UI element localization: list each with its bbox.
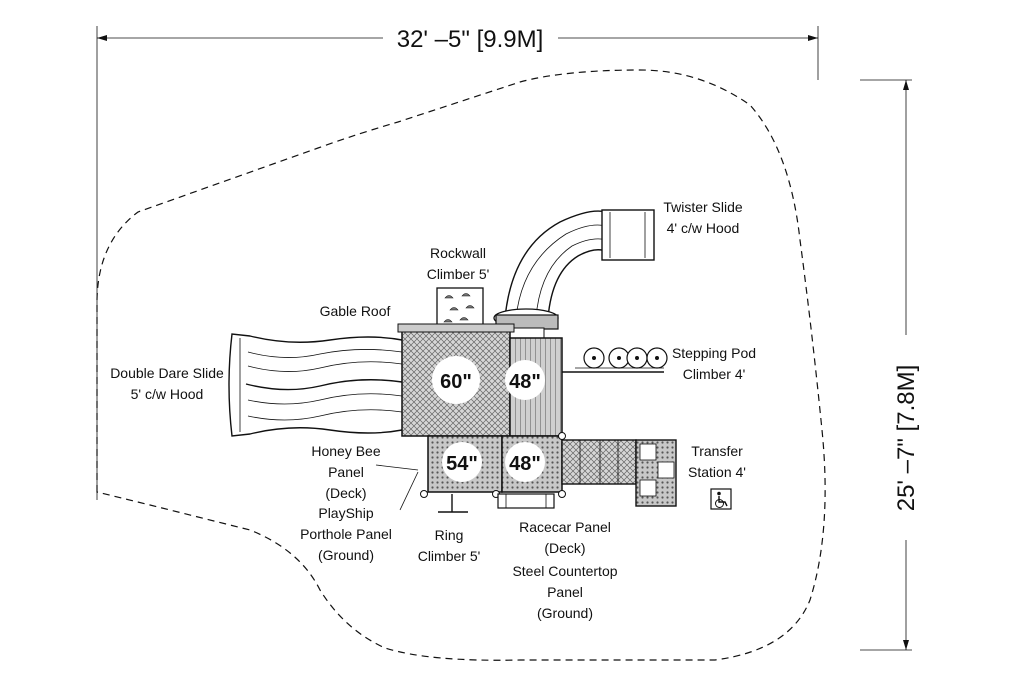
- honey-bee-leader: [375, 464, 419, 471]
- height-dimension: 25' –7" [7.8M]: [860, 79, 920, 651]
- deck-48-upper-height: 48": [509, 371, 541, 393]
- honey-bee-label-line: Panel: [328, 464, 364, 480]
- deck-54-height: 54": [446, 453, 478, 475]
- gable-roof-label-line: Gable Roof: [320, 303, 391, 319]
- playship-label-line: (Ground): [318, 547, 374, 563]
- racecar-label-line: (Deck): [544, 540, 585, 556]
- racecar-label-line: Racecar Panel: [519, 519, 611, 535]
- rockwall-label-line: Climber 5': [427, 266, 490, 282]
- playship-leader: [399, 471, 419, 511]
- height-dimension-label: 25' –7" [7.8M]: [893, 365, 920, 512]
- twister-slide-label-line: Twister Slide: [663, 199, 743, 215]
- twister-slide-label-line: 4' c/w Hood: [667, 220, 740, 236]
- double-dare-slide: [228, 333, 403, 437]
- stepping-pod-label-line: Climber 4': [683, 366, 746, 382]
- deck-48-lower: 48": [420, 432, 566, 498]
- twister-slide-label: Twister Slide 4' c/w Hood: [663, 199, 743, 236]
- gable-roof-label: Gable Roof: [320, 303, 391, 319]
- racecar-label: Racecar Panel (Deck): [519, 519, 611, 556]
- double-dare-label-line: 5' c/w Hood: [131, 386, 204, 402]
- rockwall-label-line: Rockwall: [430, 245, 486, 261]
- countertop-label-line: Panel: [547, 584, 583, 600]
- use-zone-boundary: [96, 69, 826, 661]
- honey-bee-label-line: Honey Bee: [311, 443, 380, 459]
- transfer-station: [561, 439, 677, 507]
- ring-label-line: Ring: [435, 527, 464, 543]
- stepping-pod-climber: [562, 347, 668, 373]
- wheelchair-icon: [710, 488, 732, 510]
- double-dare-label-line: Double Dare Slide: [110, 365, 224, 381]
- playship-label-line: Porthole Panel: [300, 526, 392, 542]
- transfer-label-line: Transfer: [691, 443, 743, 459]
- ring-label-line: Climber 5': [418, 548, 481, 564]
- transfer-label-line: Station 4': [688, 464, 746, 480]
- deck-60-height: 60": [440, 371, 472, 393]
- twister-slide: [493, 209, 655, 339]
- width-dimension: 32' –5" [9.9M]: [96, 26, 819, 500]
- deck-54: 54": [427, 435, 503, 493]
- honey-bee-label-line: (Deck): [325, 485, 366, 501]
- ring-climber: [438, 494, 468, 513]
- racecar-panel: [497, 493, 555, 509]
- playship-label-line: PlayShip: [318, 505, 373, 521]
- deck-48-upper: 48": [505, 337, 563, 437]
- deck-60: 60": [397, 323, 515, 437]
- double-dare-label: Double Dare Slide 5' c/w Hood: [110, 365, 224, 402]
- width-dimension-label: 32' –5" [9.9M]: [397, 26, 544, 53]
- rockwall-climber: [436, 287, 484, 329]
- stepping-pod-label-line: Stepping Pod: [672, 345, 756, 361]
- countertop-label-line: Steel Countertop: [512, 563, 617, 579]
- deck-48-lower-height: 48": [509, 453, 541, 475]
- countertop-label-line: (Ground): [537, 605, 593, 621]
